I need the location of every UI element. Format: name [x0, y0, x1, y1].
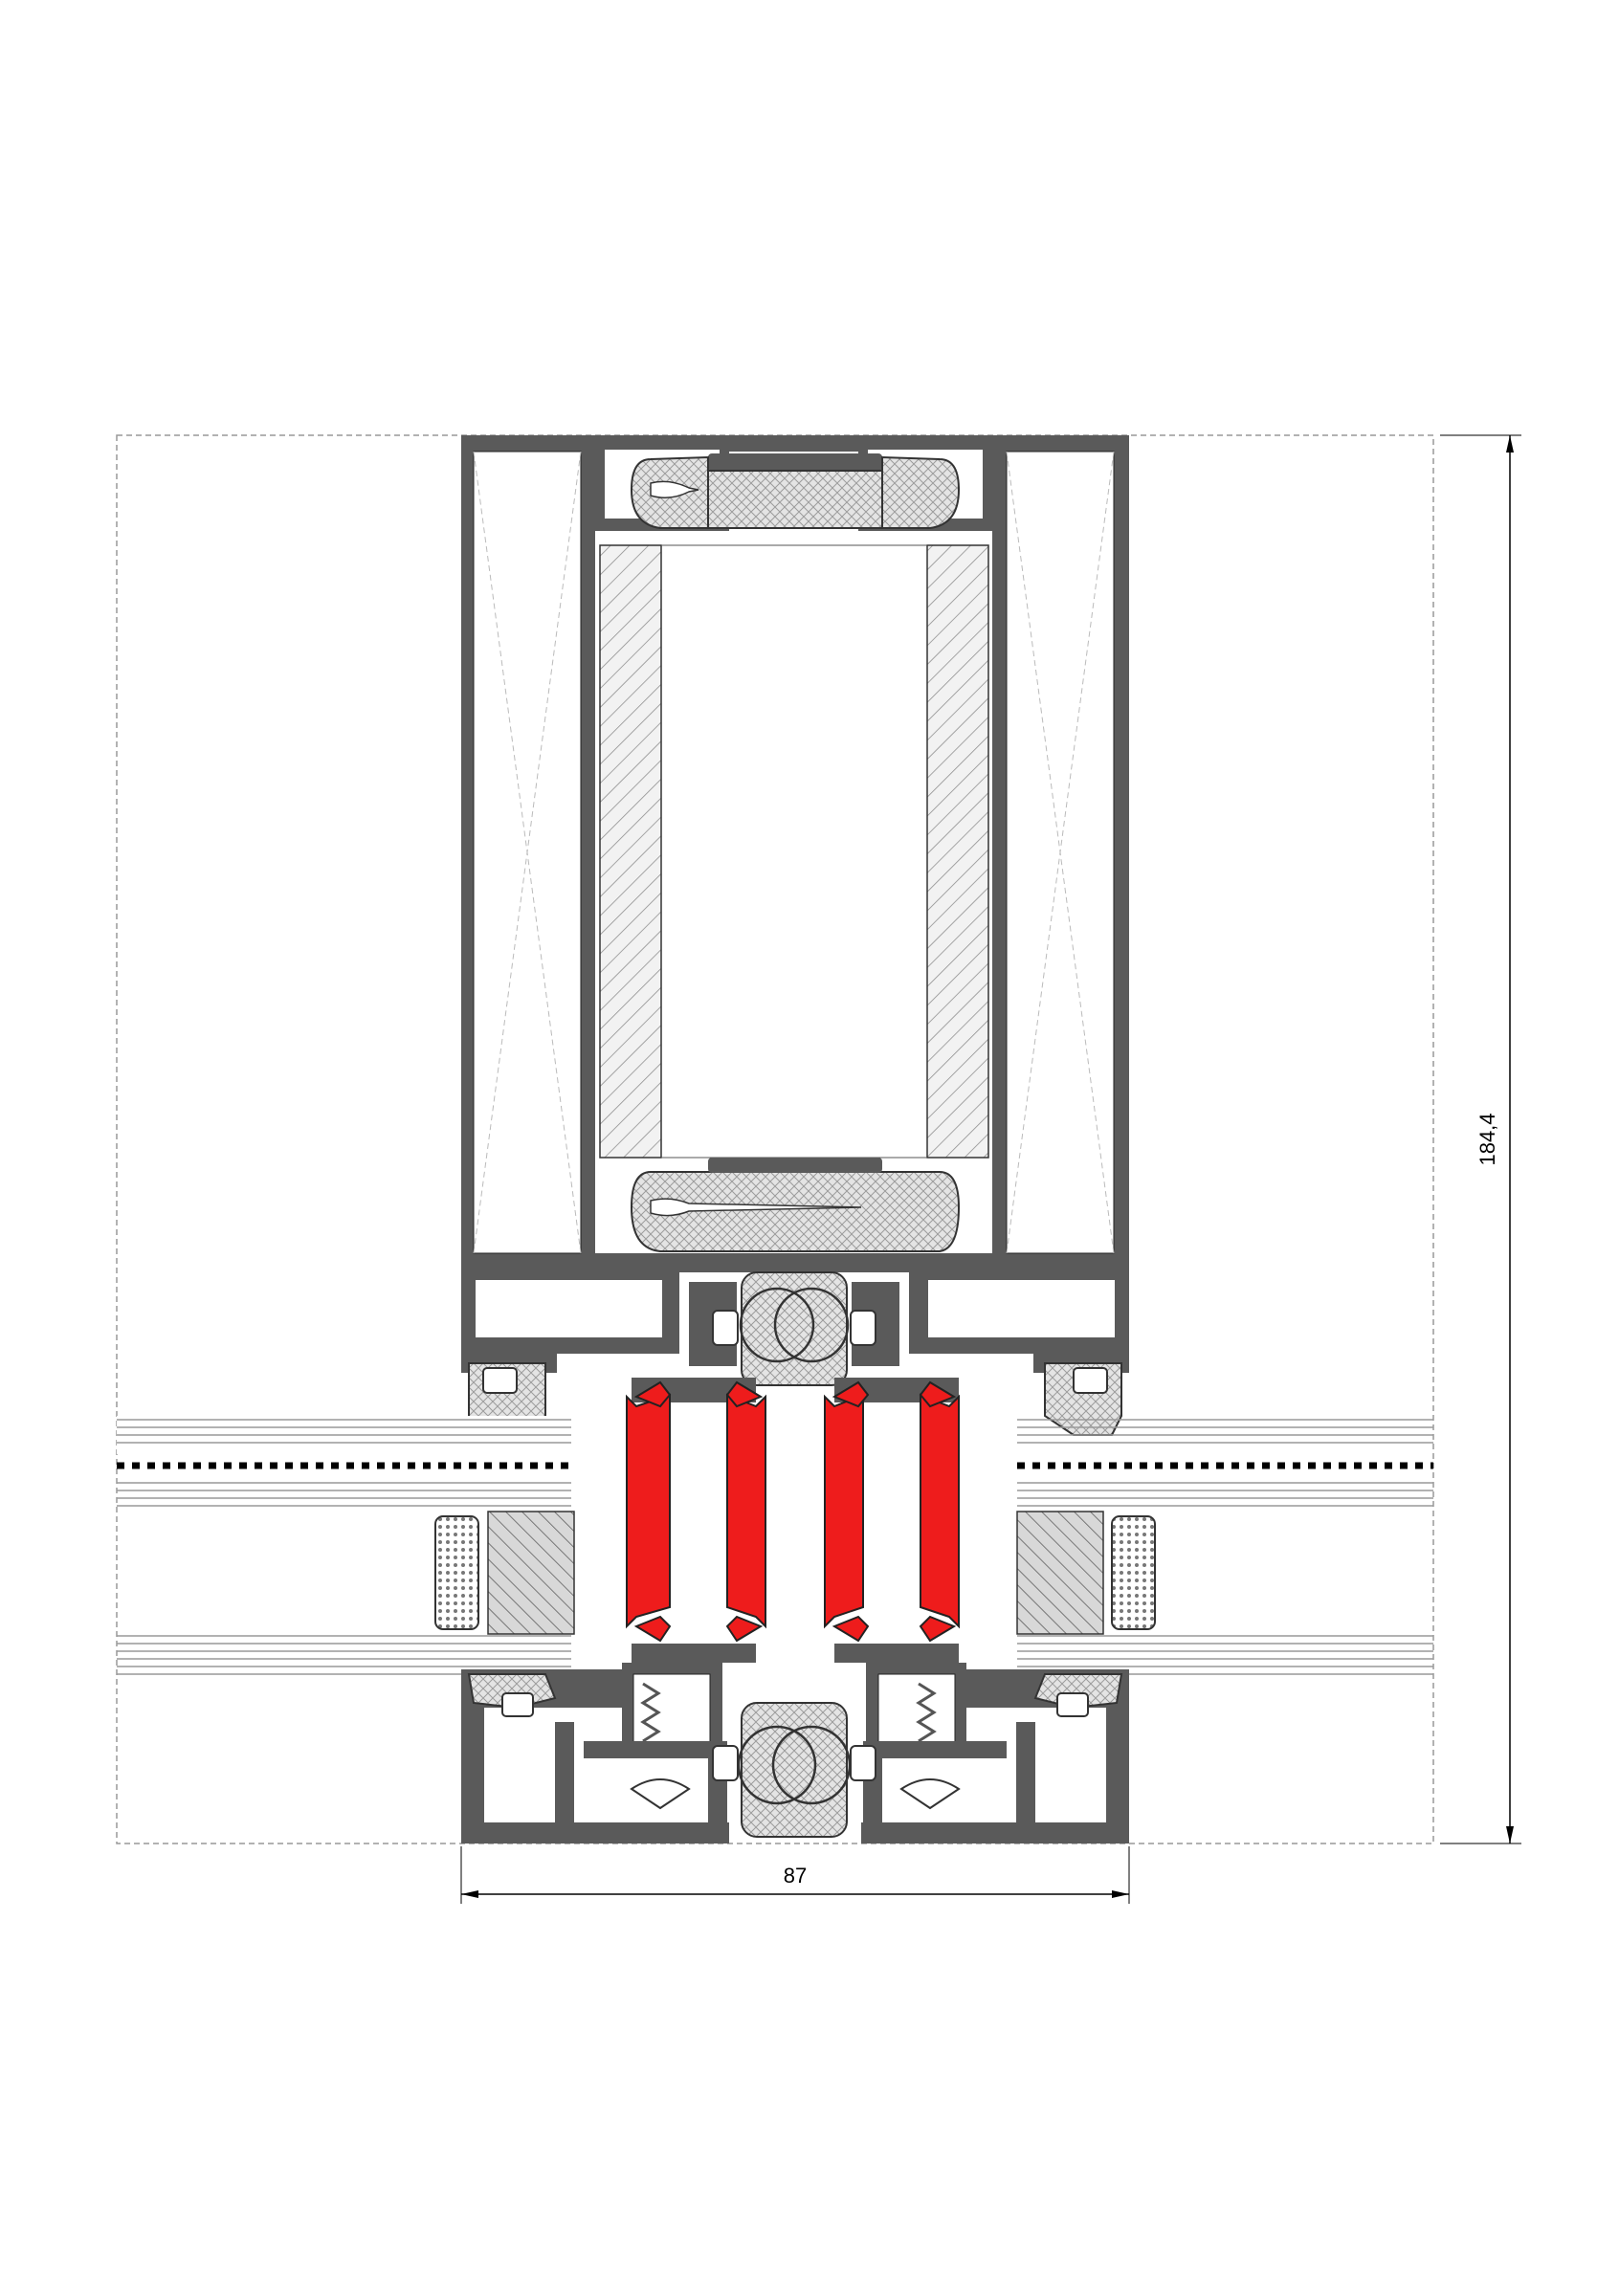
glass-pane-right: [926, 544, 989, 1159]
middle-gasket: [605, 1158, 983, 1252]
thermal-break-right: [824, 1378, 960, 1663]
bottom-profile-right: [861, 1663, 1129, 1843]
top-gasket: [630, 453, 961, 529]
width-dimension-label: 87: [784, 1864, 807, 1888]
center-omega-gasket-lower: [712, 1702, 876, 1838]
side-clip-right-upper: [1044, 1362, 1122, 1436]
glazing-unit-left: [117, 1416, 575, 1675]
height-dimension: 184,4: [1440, 434, 1521, 1844]
width-dimension: 87: [460, 1846, 1130, 1904]
bottom-profile-left: [461, 1663, 729, 1843]
thermal-break-left: [626, 1378, 766, 1663]
outer-boundary: [116, 434, 1434, 1844]
height-dimension-label: 184,4: [1475, 1113, 1499, 1165]
glass-pane-left: [599, 544, 662, 1159]
center-omega-gasket-upper: [712, 1271, 876, 1386]
upper-frame: [461, 435, 1129, 1269]
glazing-unit-right: [1016, 1419, 1433, 1675]
